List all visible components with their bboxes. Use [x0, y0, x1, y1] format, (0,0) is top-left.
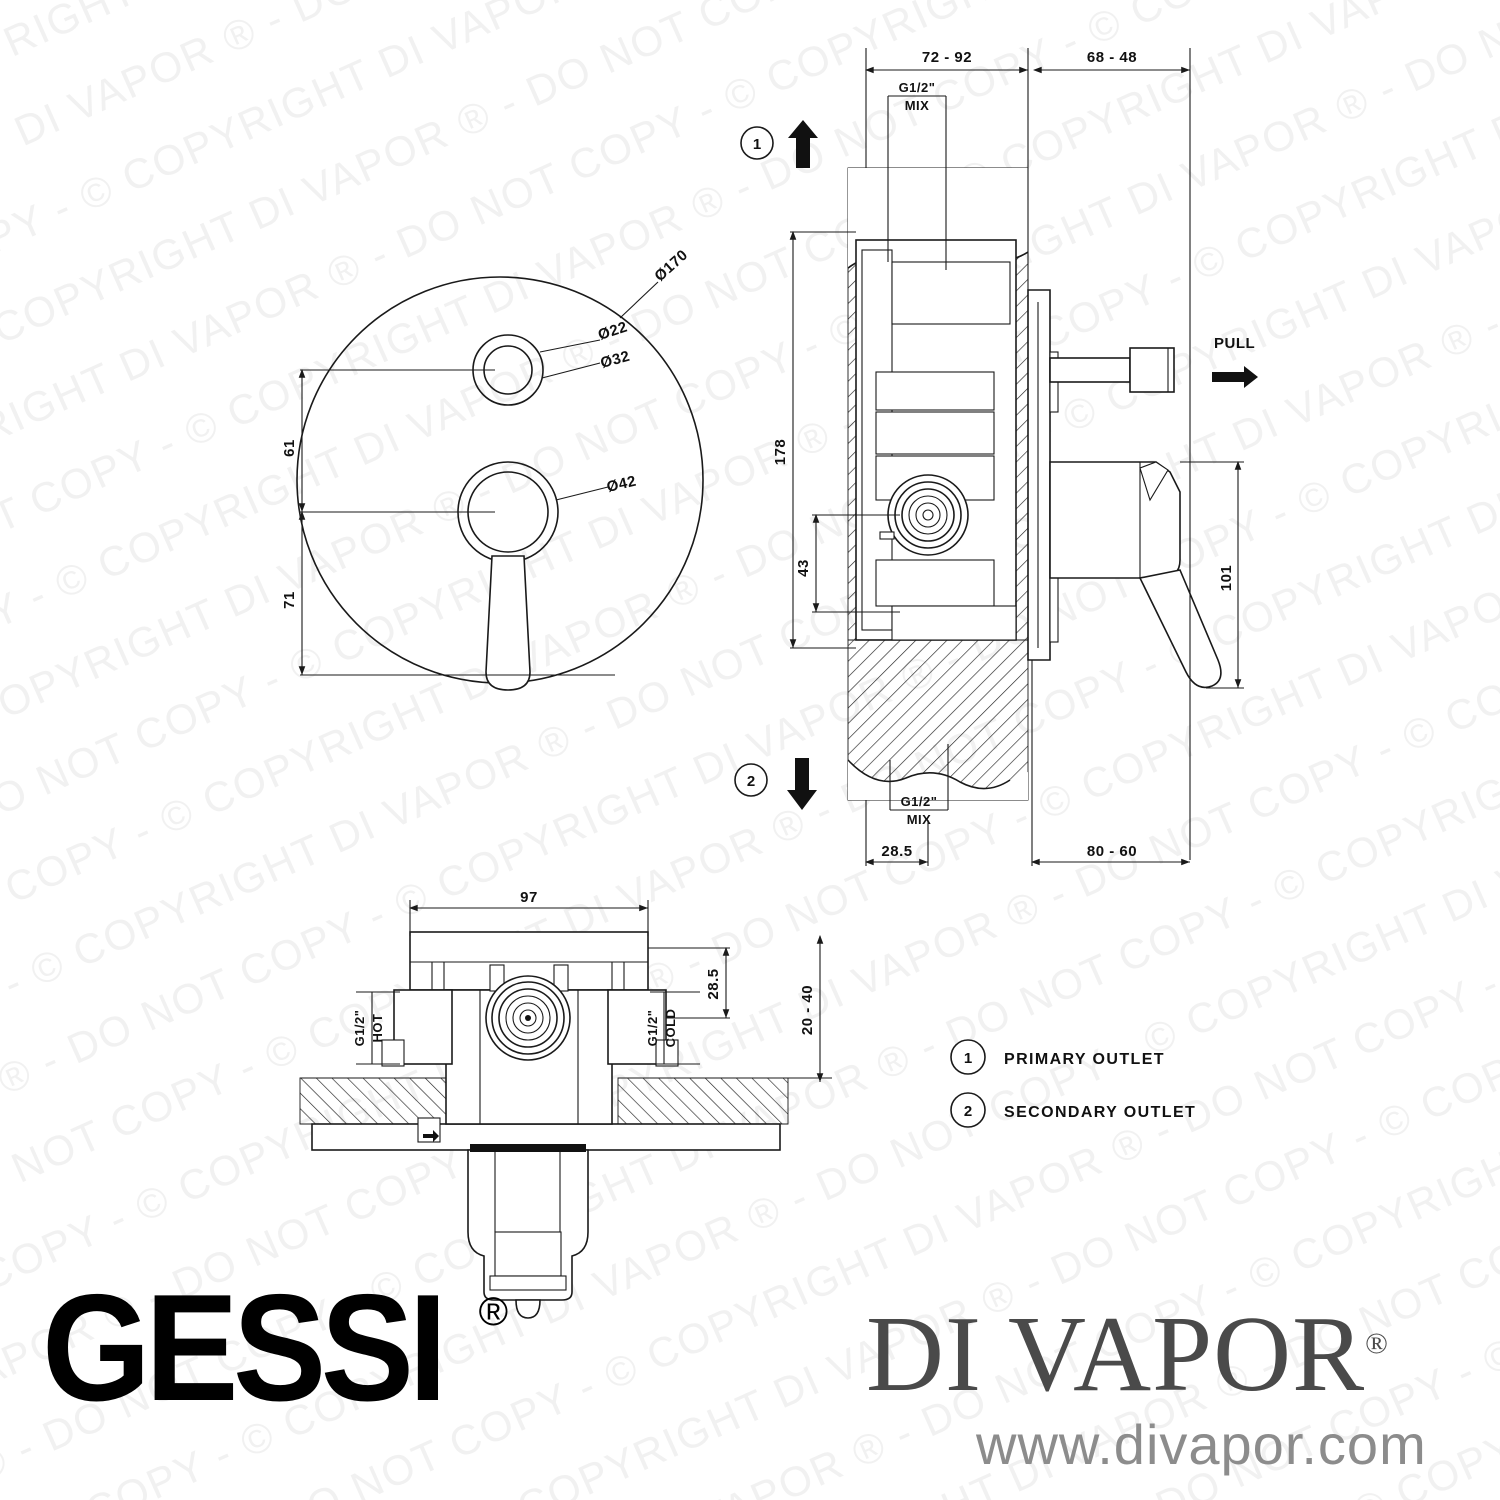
dim-center-height: 43 — [795, 559, 812, 577]
cold-thread-label: G1/2" — [645, 1010, 660, 1047]
legend-number-1: 1 — [964, 1050, 972, 1067]
hot-port-label: HOT — [370, 1014, 385, 1043]
divapor-wordmark: DI VAPOR® — [866, 1299, 1427, 1410]
legend-label-1: PRIMARY OUTLET — [1004, 1051, 1165, 1068]
plan-wall-hatch-right — [618, 1078, 788, 1124]
divapor-wordmark-text: DI VAPOR — [866, 1295, 1366, 1414]
legend-bubble-1 — [950, 1039, 986, 1075]
leader-d170 — [619, 281, 659, 319]
plan-wall-outline-right — [617, 1077, 789, 1125]
wall-break-mask-bottom — [848, 760, 1028, 800]
pull-arrow-icon — [1212, 366, 1258, 388]
handle-hub-bevel — [1139, 461, 1169, 502]
valve-chamber-b — [875, 411, 995, 455]
callout-1-number: 1 — [753, 136, 761, 153]
plan-hot-inlet-tail — [381, 1039, 405, 1067]
dim-handle-height: 101 — [1218, 565, 1235, 592]
diverter-spindle-shaft — [1049, 357, 1131, 383]
dim-overall-height: 178 — [772, 439, 789, 466]
plan-cartridge-center — [525, 1015, 531, 1021]
cold-port-label: COLD — [663, 1009, 678, 1048]
cartridge-ring-5 — [915, 502, 941, 528]
plan-wall-hatch-left — [300, 1078, 470, 1124]
wall-hatch-lower — [848, 640, 1028, 800]
plan-stem-tip — [515, 1299, 541, 1319]
dim-handle-projection-range: 80 - 60 — [1087, 843, 1137, 860]
cartridge-ring-4 — [908, 495, 948, 535]
front-dim-61: 61 — [281, 439, 298, 457]
callout-2-bubble — [734, 763, 768, 797]
front-dim-outer-diameter: Ø170 — [651, 246, 691, 285]
escutcheon-plate — [1027, 289, 1051, 661]
divapor-logo: DI VAPOR® www.divapor.com — [866, 1299, 1427, 1477]
secondary-outlet-down-arrow-icon — [787, 758, 817, 810]
cartridge-center — [922, 509, 934, 521]
cartridge-key-notch — [879, 531, 895, 540]
front-dim-d42: Ø42 — [605, 473, 638, 496]
bottom-thread-label: G1/2" — [901, 794, 938, 809]
plan-cold-inlet-tail — [655, 1039, 679, 1067]
leader-d22 — [539, 339, 601, 353]
callout-2-number: 2 — [747, 773, 755, 790]
top-thread-label: G1/2" — [899, 80, 936, 95]
cartridge-ring-3 — [901, 488, 955, 542]
plan-cartridge-ring-2 — [491, 981, 565, 1055]
valve-chamber-top — [891, 261, 1011, 325]
plan-stem-cap — [489, 1275, 567, 1291]
dim-plate-depth: 28.5 — [705, 968, 722, 999]
leader-d32 — [541, 362, 601, 379]
legend-bubble-2 — [950, 1092, 986, 1128]
valve-base-block — [891, 605, 1017, 641]
front-view-group: Ø170 Ø22 Ø32 Ø42 61 71 — [281, 246, 704, 691]
leader-d42 — [555, 486, 609, 501]
front-lever-handle — [485, 555, 531, 691]
plan-cartridge-ring-6 — [519, 1009, 537, 1027]
valve-chamber-d — [875, 559, 995, 607]
valve-chamber-a — [875, 371, 995, 411]
divapor-registered-mark: ® — [1365, 1327, 1389, 1360]
plan-key-arrow-icon — [423, 1130, 439, 1142]
plan-view-group: 97 G1/2" HOT G1/2" COLD 28.5 20 - 40 — [299, 889, 832, 1319]
legend-group: 1 PRIMARY OUTLET 2 SECONDARY OUTLET — [950, 1039, 1196, 1128]
plan-cartridge-ring-4 — [505, 995, 551, 1041]
front-dim-d32: Ø32 — [599, 348, 632, 372]
plan-stem-collar — [494, 1231, 562, 1277]
legend-number-2: 2 — [964, 1103, 972, 1120]
section-lever-arm — [1138, 569, 1222, 689]
dim-body-width: 97 — [520, 889, 538, 906]
callout-1-bubble — [740, 126, 774, 160]
section-view-group: PULL 1 2 72 - 92 68 - 48 G1/2" MIX — [734, 48, 1258, 866]
primary-outlet-up-arrow-icon — [788, 120, 818, 168]
front-dim-71: 71 — [281, 591, 298, 609]
dim-wall-depth-range: 72 - 92 — [922, 49, 972, 66]
top-port-label: MIX — [905, 98, 930, 113]
gessi-wordmark: GESSI — [42, 1263, 447, 1433]
dim-plate-thickness: 28.5 — [881, 843, 912, 860]
dim-install-depth-range: 20 - 40 — [799, 985, 816, 1035]
divapor-website-url[interactable]: www.divapor.com — [976, 1413, 1427, 1477]
plan-stem-top-band — [470, 1144, 586, 1152]
plan-key-marker-box — [417, 1117, 441, 1143]
gessi-registered-mark: ® — [478, 1290, 509, 1334]
dim-projection-range: 68 - 48 — [1087, 49, 1137, 66]
diverter-pull-knob — [1129, 347, 1175, 393]
front-dim-d22: Ø22 — [596, 318, 630, 343]
wall-break-curve-bottom — [847, 759, 1011, 790]
bottom-port-label: MIX — [907, 812, 932, 827]
hot-thread-label: G1/2" — [352, 1010, 367, 1047]
pull-label: PULL — [1214, 335, 1255, 352]
gessi-logo: GESSI ® — [42, 1263, 509, 1433]
plan-cartridge-ring-5 — [512, 1002, 544, 1034]
plan-cartridge-ring-3 — [498, 988, 558, 1048]
legend-label-2: SECONDARY OUTLET — [1004, 1104, 1196, 1121]
